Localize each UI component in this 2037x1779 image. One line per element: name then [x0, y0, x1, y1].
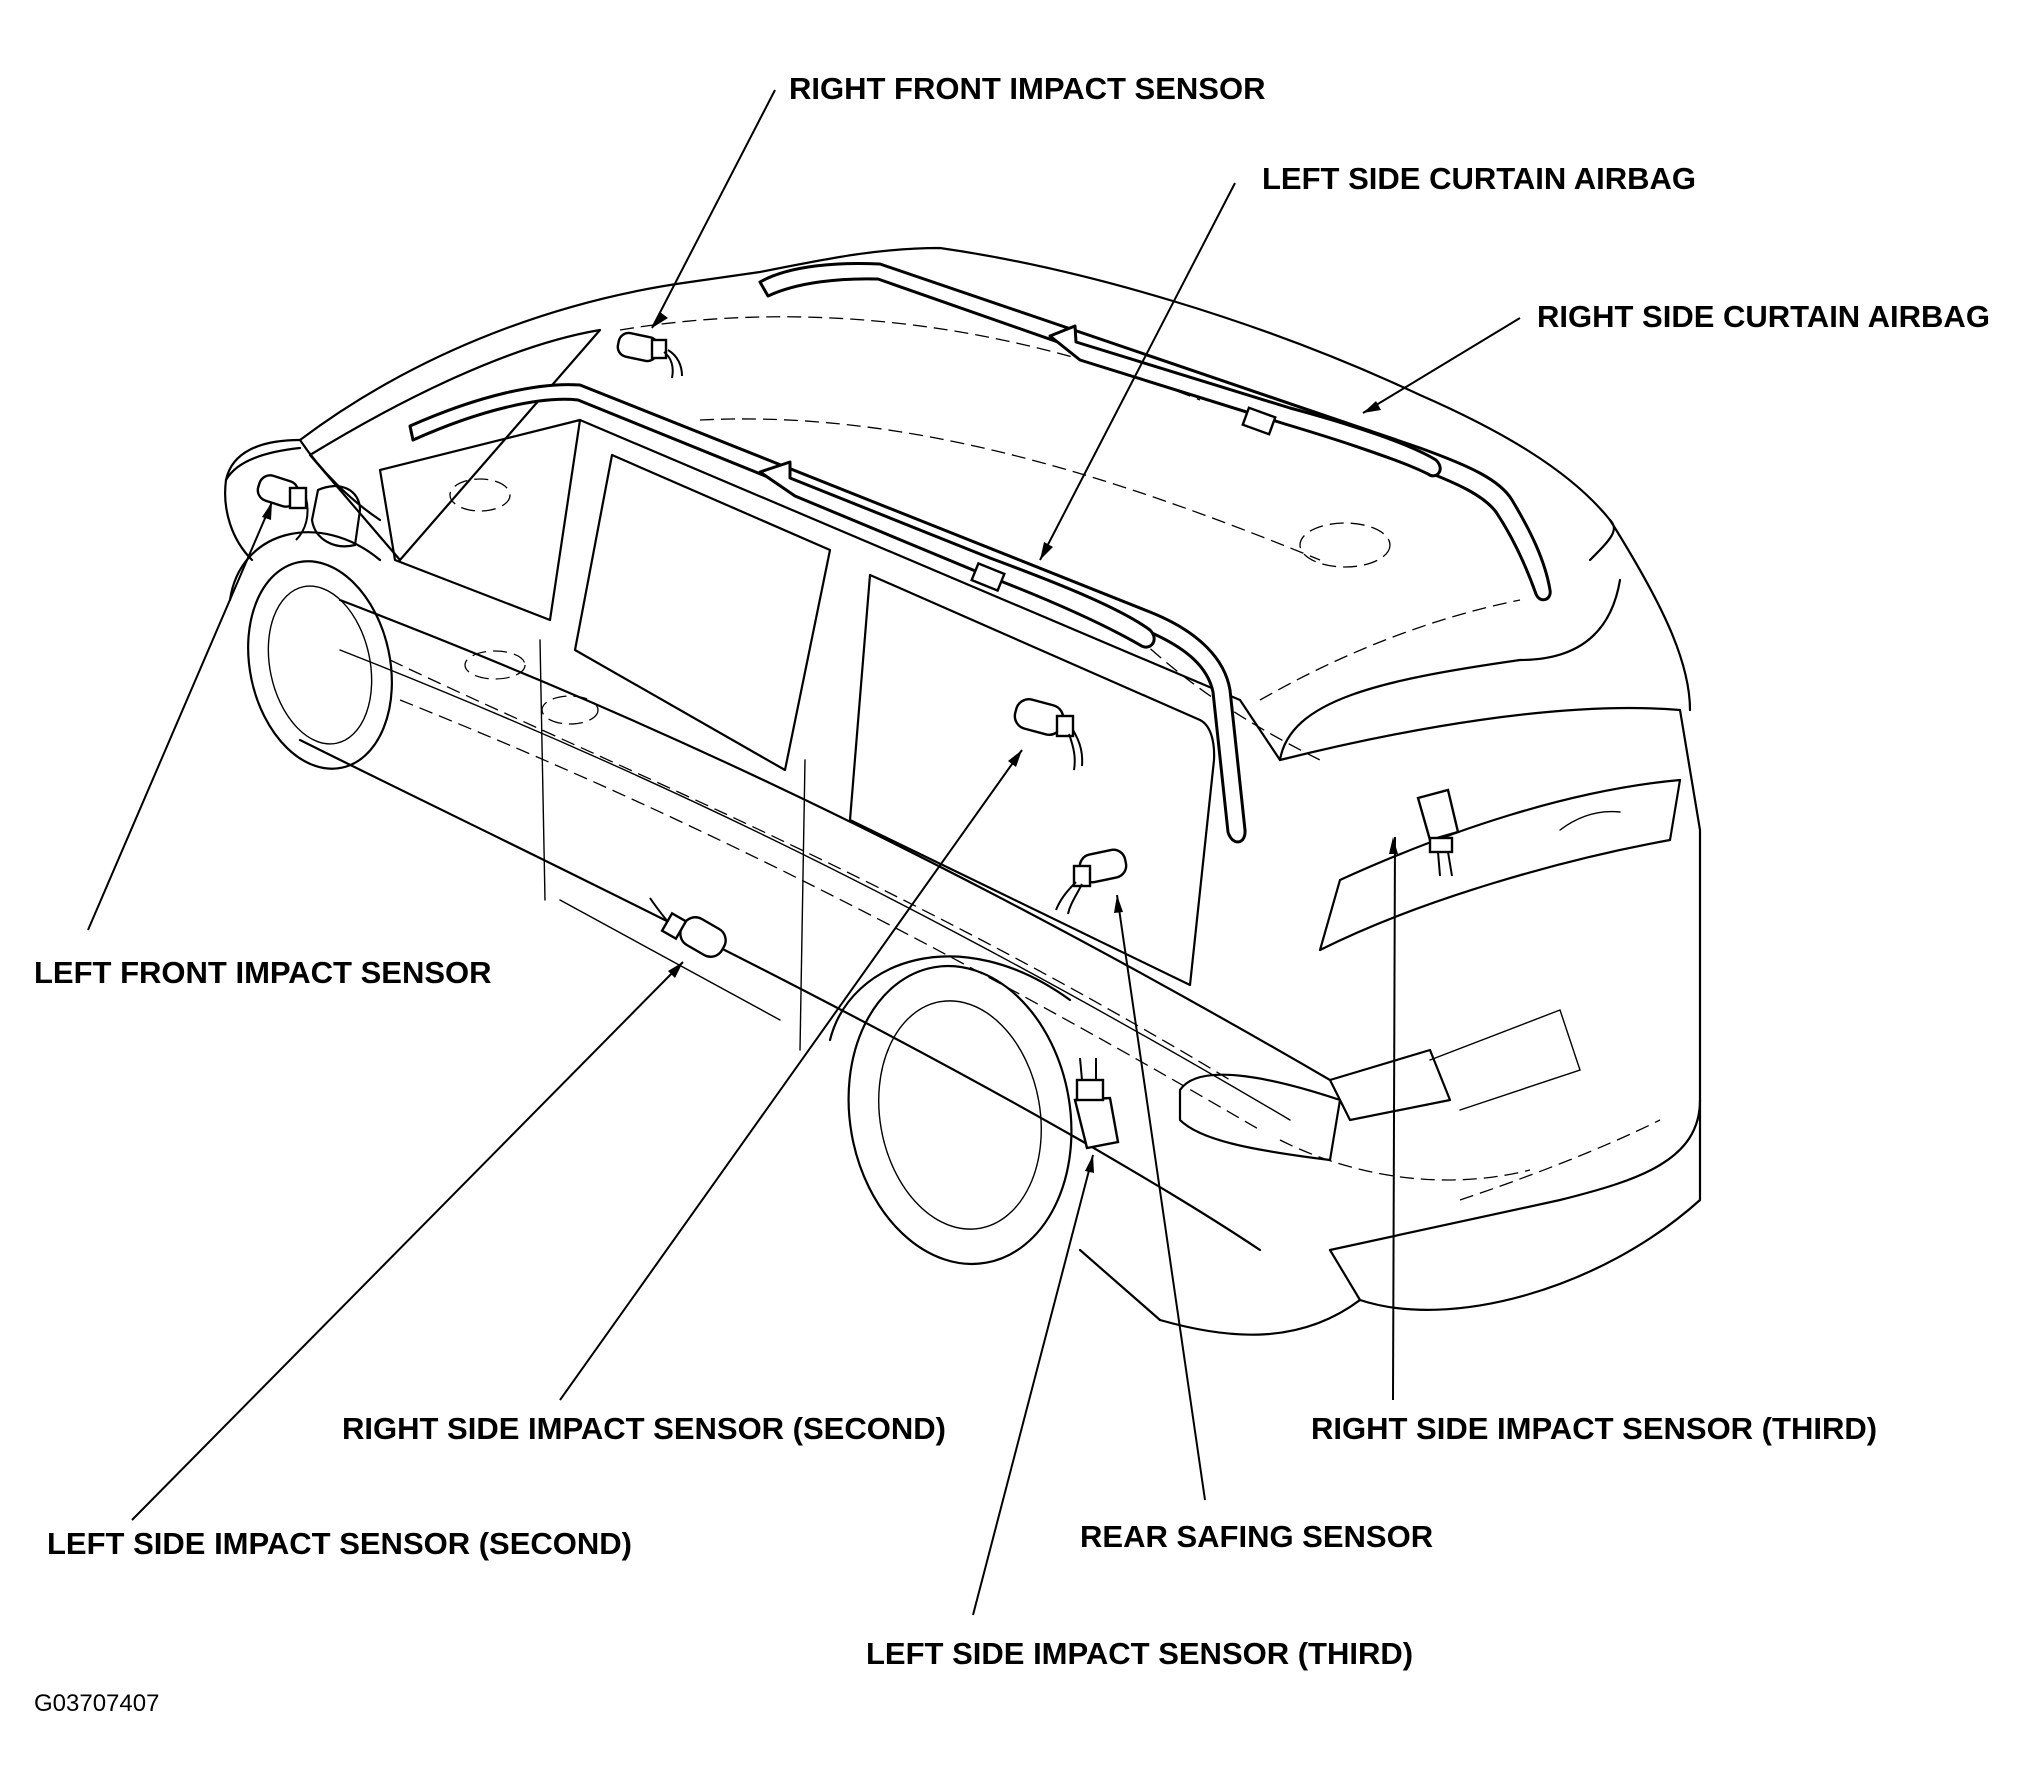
- label-right-side-curtain-airbag: RIGHT SIDE CURTAIN AIRBAG: [1537, 299, 1990, 334]
- label-right-front-impact-sensor: RIGHT FRONT IMPACT SENSOR: [789, 71, 1265, 106]
- right-side-impact-sensor-third-part: [1416, 788, 1460, 877]
- minivan-outline: [224, 246, 1702, 1336]
- left-side-impact-sensor-second-part: [649, 897, 727, 958]
- label-right-side-impact-sensor-third: RIGHT SIDE IMPACT SENSOR (THIRD): [1311, 1411, 1877, 1446]
- left-side-impact-sensor-third-part: [1073, 1057, 1120, 1150]
- right-front-impact-sensor-part: [616, 331, 683, 379]
- label-right-side-impact-sensor-second: RIGHT SIDE IMPACT SENSOR (SECOND): [342, 1411, 946, 1446]
- figure-code: G03707407: [34, 1690, 159, 1717]
- left-front-impact-sensor-part: [256, 474, 309, 541]
- label-rear-safing-sensor: REAR SAFING SENSOR: [1080, 1519, 1433, 1554]
- label-left-side-impact-sensor-third: LEFT SIDE IMPACT SENSOR (THIRD): [866, 1636, 1413, 1671]
- leader-lines: [87, 89, 1521, 1616]
- label-left-side-impact-sensor-second: LEFT SIDE IMPACT SENSOR (SECOND): [47, 1526, 632, 1561]
- left-curtain-airbag-rail: [408, 383, 1247, 844]
- label-left-front-impact-sensor: LEFT FRONT IMPACT SENSOR: [34, 955, 492, 990]
- rear-safing-sensor-part: [1055, 848, 1128, 915]
- right-side-impact-sensor-second-part: [1013, 698, 1084, 771]
- label-left-side-curtain-airbag: LEFT SIDE CURTAIN AIRBAG: [1262, 161, 1696, 196]
- right-curtain-airbag-rail: [758, 261, 1552, 602]
